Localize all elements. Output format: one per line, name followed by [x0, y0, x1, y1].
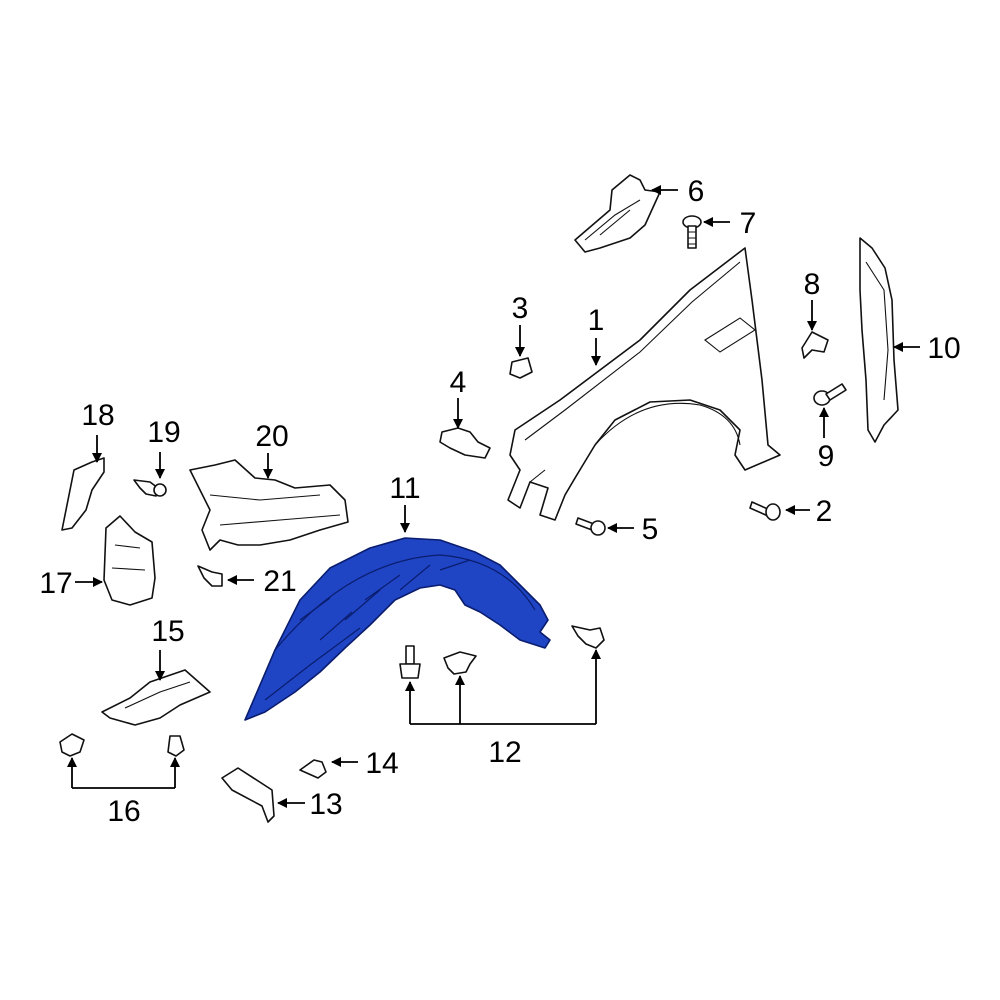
fastener-16b-part[interactable]: [167, 735, 185, 757]
upper-bracket-part[interactable]: [574, 174, 661, 253]
callout-15: 15: [151, 615, 184, 648]
callout-7: 7: [740, 207, 757, 240]
part-18[interactable]: [61, 457, 105, 531]
callout-11: 11: [389, 472, 420, 505]
part-13[interactable]: [221, 767, 275, 823]
callout-17: 17: [39, 567, 72, 600]
callout-12: 12: [488, 736, 521, 769]
callout-10: 10: [927, 332, 960, 365]
clip-8-part[interactable]: [801, 331, 829, 359]
callout-9: 9: [818, 440, 835, 473]
part-15[interactable]: [101, 669, 211, 726]
callout-2: 2: [816, 495, 833, 528]
callout-3: 3: [512, 292, 529, 325]
callout-4: 4: [450, 366, 467, 399]
callout-14: 14: [365, 747, 398, 780]
callout-5: 5: [642, 513, 659, 546]
part-14[interactable]: [299, 759, 327, 779]
bolt-9-part[interactable]: [813, 383, 847, 406]
callout-20: 20: [255, 420, 288, 453]
callout-8: 8: [804, 268, 821, 301]
fender-part[interactable]: [507, 247, 781, 521]
part-21[interactable]: [197, 565, 223, 587]
fastener-16a-part[interactable]: [59, 733, 85, 757]
fastener-12a-part[interactable]: [399, 645, 421, 679]
fastener-12b-part[interactable]: [443, 651, 477, 675]
callout-1: 1: [588, 304, 605, 337]
part-20[interactable]: [189, 459, 349, 551]
nut-3-part[interactable]: [509, 357, 533, 379]
fender-liner-11-part[interactable]: [244, 537, 551, 721]
fastener-12c-part[interactable]: [571, 625, 605, 649]
callout-16: 16: [107, 795, 140, 828]
side-panel-10-part[interactable]: [859, 237, 899, 443]
callout-18: 18: [81, 399, 114, 432]
bolt-5-part[interactable]: [575, 517, 606, 536]
part-19[interactable]: [133, 479, 167, 497]
bolt-7-part[interactable]: [682, 215, 702, 249]
callout-numbers: 1 2 3 4 5 6 7 8 9 10 11 12 13 14 15 16 1…: [39, 175, 960, 828]
callout-21: 21: [263, 565, 296, 598]
part-17[interactable]: [103, 515, 156, 606]
leader-lines: [67, 185, 920, 808]
bolt-2-part[interactable]: [749, 501, 781, 521]
small-bracket-4-part[interactable]: [439, 427, 491, 459]
callout-19: 19: [147, 416, 180, 449]
callout-6: 6: [688, 175, 705, 208]
callout-13: 13: [309, 788, 342, 821]
